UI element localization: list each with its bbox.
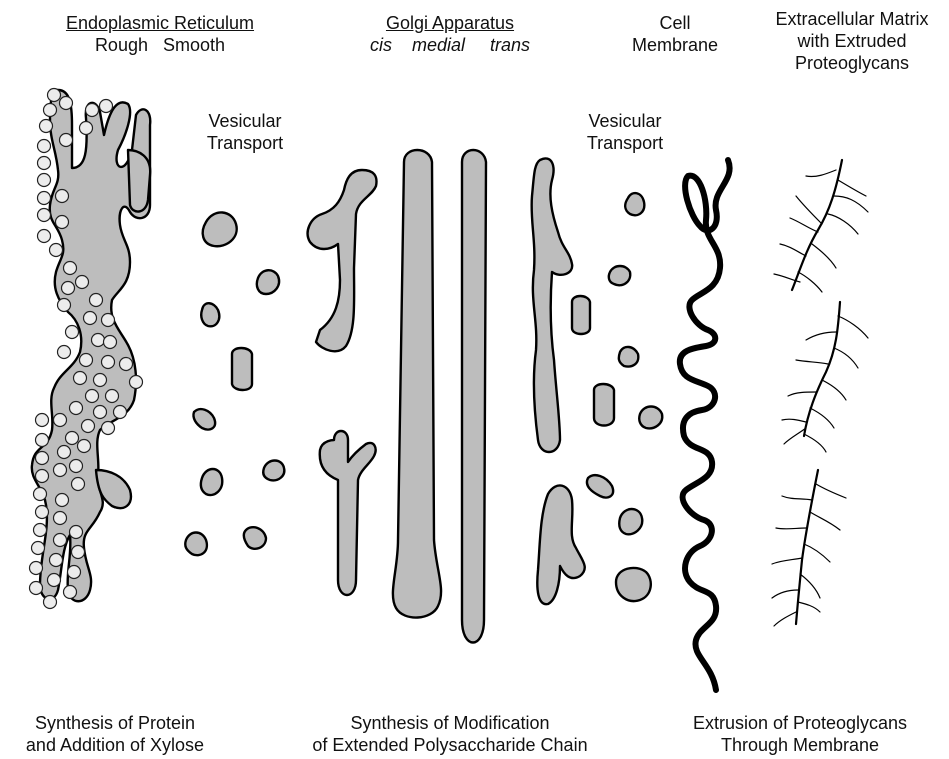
transport-vesicles-left: [185, 212, 284, 555]
extruded-proteoglycans: [772, 160, 868, 626]
cell-membrane: [680, 160, 730, 690]
proteoglycan-1: [774, 160, 868, 292]
transport-vesicles-right: [572, 193, 662, 601]
golgi-apparatus: [308, 150, 585, 643]
proteoglycan-2: [782, 302, 868, 452]
proteoglycan-3: [772, 470, 846, 626]
endoplasmic-reticulum: [30, 89, 151, 609]
